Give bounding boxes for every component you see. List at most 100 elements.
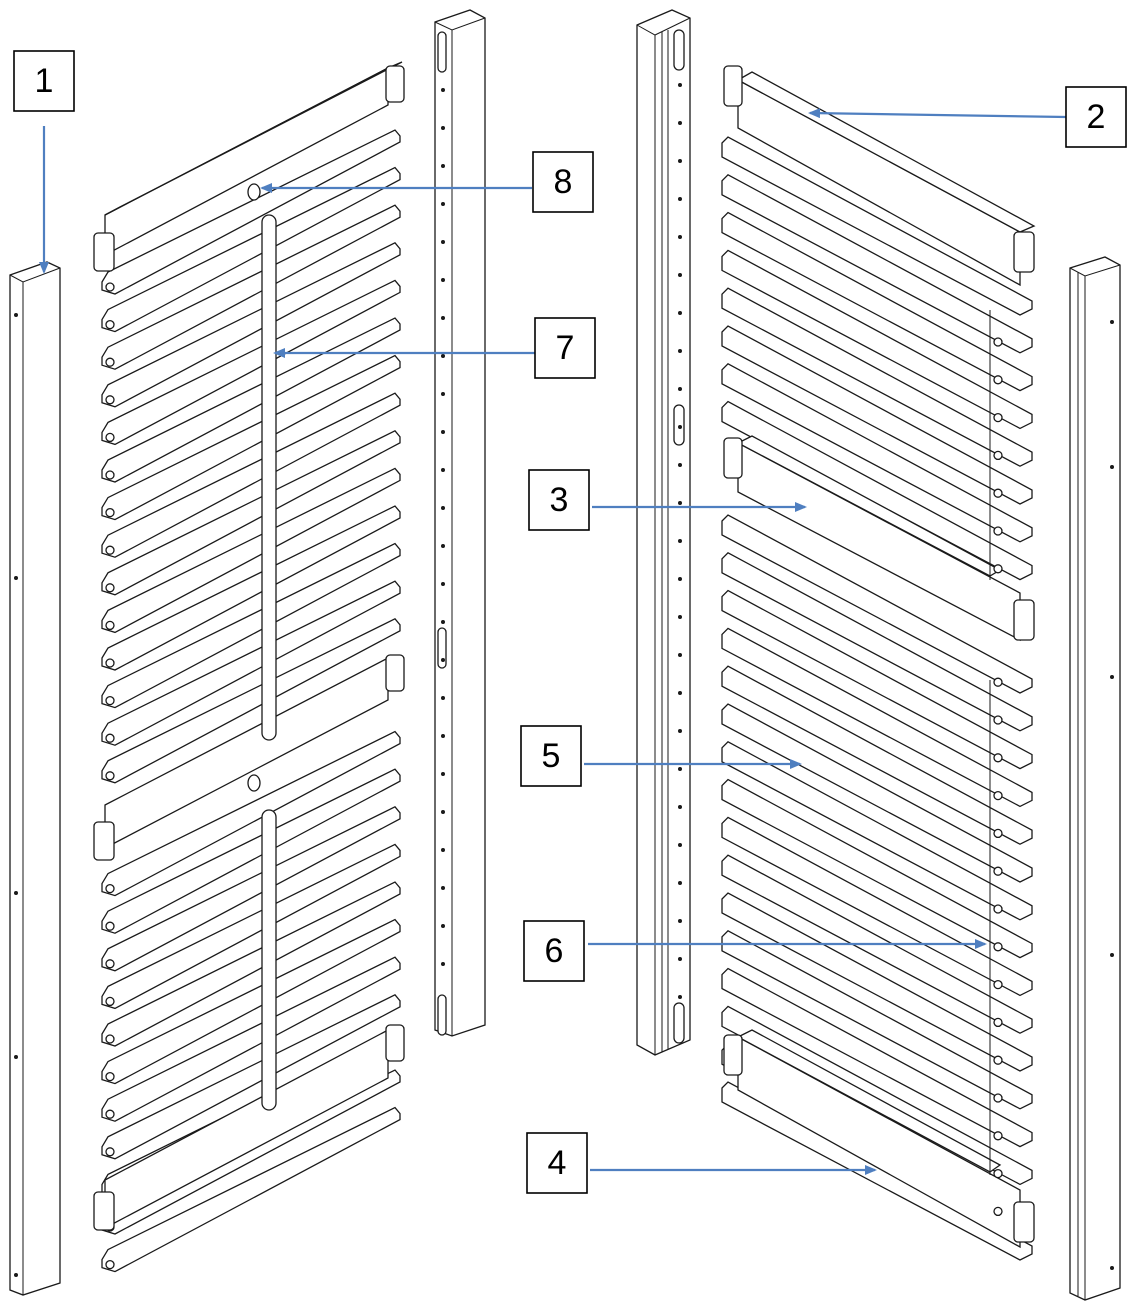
left-louver bbox=[101, 730, 401, 897]
stile-hole bbox=[678, 577, 682, 581]
right-louver-pin bbox=[993, 1168, 1003, 1179]
right-louver-pin bbox=[993, 715, 1003, 725]
right-louver bbox=[721, 1081, 1033, 1261]
left-louver bbox=[101, 542, 401, 709]
stile-hole bbox=[678, 843, 682, 847]
stile-hole bbox=[678, 83, 682, 87]
right-louver bbox=[721, 778, 1033, 959]
stile-hole bbox=[441, 392, 445, 396]
left-louver bbox=[101, 918, 401, 1085]
left-louver bbox=[101, 429, 401, 596]
stile-hole bbox=[441, 240, 445, 244]
stile-hole bbox=[678, 387, 682, 391]
right-louver bbox=[721, 740, 1033, 921]
right-louver-pin bbox=[993, 790, 1003, 801]
left-louver-pin bbox=[105, 1071, 115, 1082]
stile-hole bbox=[441, 734, 445, 738]
stile-hole bbox=[441, 962, 445, 966]
right-louver-pin bbox=[993, 677, 1003, 687]
right-outer-stile bbox=[1069, 256, 1121, 1301]
right-louver-pin bbox=[993, 753, 1003, 763]
right-louver bbox=[721, 362, 1033, 543]
left-louver-pin bbox=[105, 1147, 115, 1157]
stile-hole bbox=[441, 924, 445, 928]
leader-arrows bbox=[39, 108, 1067, 1175]
callout-7: 7 bbox=[534, 317, 596, 379]
stile-hole bbox=[678, 463, 682, 467]
left-louver bbox=[101, 354, 401, 521]
stile-hole bbox=[441, 848, 445, 852]
svg-text:3: 3 bbox=[550, 481, 569, 519]
svg-text:2: 2 bbox=[1087, 98, 1106, 136]
right-louver bbox=[721, 816, 1033, 997]
left-louver-pin bbox=[105, 996, 115, 1007]
left-louver bbox=[101, 279, 401, 446]
callout-4: 4 bbox=[526, 1132, 588, 1194]
callout-1: 1 bbox=[13, 50, 75, 112]
svg-text:7: 7 bbox=[556, 329, 575, 367]
right-louver bbox=[721, 627, 1033, 808]
left-louver bbox=[101, 617, 401, 784]
stile-hole bbox=[441, 506, 445, 510]
right-louver-pin bbox=[993, 337, 1003, 347]
right-louver-pin bbox=[993, 828, 1003, 839]
left-louver-pin bbox=[105, 507, 115, 518]
right-divider-rail bbox=[723, 435, 1035, 642]
right-louver bbox=[721, 929, 1033, 1110]
stile-hole bbox=[441, 544, 445, 548]
left-middle-rail bbox=[93, 654, 405, 861]
left-louver-pin bbox=[105, 583, 115, 593]
left-louver bbox=[101, 993, 401, 1160]
stile-hole bbox=[678, 957, 682, 961]
callout-3: 3 bbox=[528, 469, 590, 531]
svg-text:6: 6 bbox=[545, 932, 564, 970]
left-louver-pin bbox=[105, 1034, 115, 1044]
stile-hole bbox=[441, 696, 445, 700]
right-louver-pin bbox=[993, 488, 1003, 498]
left-louver bbox=[101, 467, 401, 634]
stile-hole bbox=[441, 316, 445, 320]
left-louver-pin bbox=[105, 921, 115, 931]
right-louver-pin bbox=[993, 450, 1003, 461]
left-inner-stile bbox=[434, 9, 486, 1037]
leader-2 bbox=[808, 108, 1067, 119]
stile-hole bbox=[678, 767, 682, 771]
stile-hole bbox=[678, 121, 682, 125]
left-louver bbox=[101, 843, 401, 1010]
stile-hole bbox=[441, 810, 445, 814]
svg-text:4: 4 bbox=[548, 1144, 567, 1182]
stile-hole bbox=[678, 653, 682, 657]
svg-text:5: 5 bbox=[542, 737, 561, 775]
right-louver bbox=[721, 287, 1033, 467]
right-louver-pin bbox=[993, 1131, 1003, 1141]
right-louver-pin bbox=[993, 412, 1003, 423]
left-louver-pin bbox=[105, 357, 115, 367]
stile-hole bbox=[441, 772, 445, 776]
right-louver bbox=[721, 400, 1033, 581]
right-louver-pin bbox=[993, 1017, 1003, 1028]
left-louver-pin bbox=[105, 470, 115, 480]
left-louver-pin bbox=[105, 319, 115, 330]
stile-hole bbox=[678, 311, 682, 315]
left-louver bbox=[101, 129, 401, 295]
right-louver bbox=[721, 249, 1033, 430]
left-louver-pin bbox=[105, 695, 115, 706]
stile-hole bbox=[678, 995, 682, 999]
right-louver-pin bbox=[993, 564, 1003, 574]
svg-text:1: 1 bbox=[35, 62, 54, 100]
stile-hole bbox=[678, 235, 682, 239]
right-louver-pin bbox=[993, 1093, 1003, 1103]
stile-hole bbox=[678, 691, 682, 695]
left-louver-pin bbox=[105, 771, 115, 781]
stile-hole bbox=[678, 425, 682, 429]
left-louvers bbox=[101, 129, 401, 1273]
left-top-rail bbox=[93, 61, 405, 272]
left-louver bbox=[101, 805, 401, 972]
left-outer-stile bbox=[9, 261, 61, 1296]
left-louver bbox=[101, 392, 401, 558]
left-tilt-rods bbox=[261, 214, 277, 1111]
left-louver bbox=[101, 956, 401, 1122]
stile-hole bbox=[441, 354, 445, 358]
left-louver bbox=[101, 1106, 401, 1273]
